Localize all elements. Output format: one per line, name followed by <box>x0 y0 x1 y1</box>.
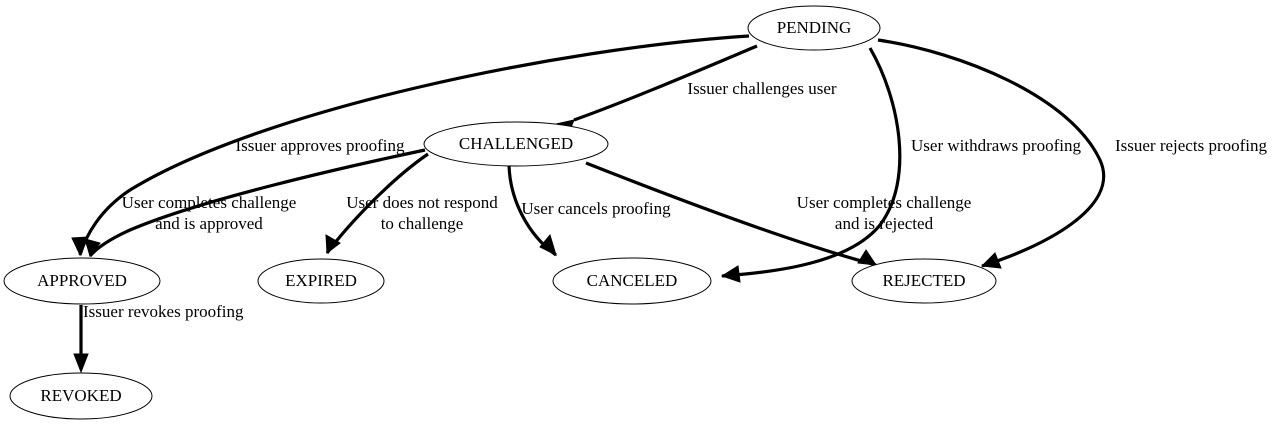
edges-layer <box>71 34 1106 374</box>
node-ellipse-challenged <box>423 121 609 167</box>
edge-line-challenged-rejected <box>585 161 877 267</box>
node-label-revoked: REVOKED <box>40 386 121 405</box>
arrowhead-icon-pending-rejected <box>980 252 1002 269</box>
state-node-canceled[interactable]: CANCELED <box>552 257 712 305</box>
state-node-expired[interactable]: EXPIRED <box>257 258 385 304</box>
arrowhead-icon-pending-canceled <box>720 265 741 283</box>
arrowhead-icon-pending-approved <box>71 236 89 257</box>
node-ellipse-revoked <box>9 372 153 420</box>
state-node-pending[interactable]: PENDING <box>747 5 881 51</box>
edge-line-pending-canceled <box>721 47 902 278</box>
node-ellipse-rejected <box>851 258 997 304</box>
node-label-rejected: REJECTED <box>882 271 965 290</box>
edge-label-pending-rejected: Issuer rejects proofing <box>1115 136 1268 155</box>
edge-line-pending-challenged <box>573 44 758 122</box>
node-label-expired: EXPIRED <box>285 271 357 290</box>
state-node-revoked[interactable]: REVOKED <box>9 372 153 420</box>
node-label-challenged: CHALLENGED <box>459 134 573 153</box>
edge-line-challenged-approved <box>88 148 426 258</box>
node-ellipse-approved <box>3 257 161 305</box>
arrowhead-icon-approved-revoked <box>73 353 89 374</box>
node-ellipse-canceled <box>552 257 712 305</box>
arrowhead-icon-challenged-canceled <box>539 233 557 256</box>
node-label-approved: APPROVED <box>37 271 127 290</box>
edge-pending-rejected <box>877 38 1106 269</box>
edge-line-pending-approved <box>78 34 750 256</box>
arrowhead-icon-challenged-rejected <box>857 249 878 266</box>
edge-label-challenged-canceled: User cancels proofing <box>521 199 671 218</box>
node-ellipse-pending <box>747 5 881 51</box>
node-label-canceled: CANCELED <box>587 271 678 290</box>
edge-approved-revoked <box>73 305 89 374</box>
edge-challenged-canceled <box>507 164 557 257</box>
nodes-layer: PENDING CHALLENGED APPROVED EXPIRED CANCELED… <box>3 5 997 420</box>
edge-pending-canceled <box>720 47 902 283</box>
edge-label-pending-approved: Issuer approves proofing <box>235 136 405 155</box>
node-ellipse-expired <box>257 258 385 304</box>
state-node-rejected[interactable]: REJECTED <box>851 258 997 304</box>
edge-challenged-rejected <box>585 161 878 267</box>
edge-pending-approved <box>71 34 750 257</box>
edge-label-pending-canceled: User withdraws proofing <box>911 136 1081 155</box>
edge-challenged-expired <box>325 152 429 254</box>
node-label-pending: PENDING <box>777 18 852 37</box>
state-node-challenged[interactable]: CHALLENGED <box>423 121 609 167</box>
edge-label-approved-revoked: Issuer revokes proofing <box>83 302 244 321</box>
edge-line-pending-rejected <box>877 38 1106 268</box>
edge-label-pending-challenged: Issuer challenges user <box>687 79 837 98</box>
arrowhead-icon-challenged-approved <box>84 238 101 258</box>
edge-challenged-approved <box>84 148 426 258</box>
arrowhead-icon-challenged-expired <box>325 234 341 254</box>
state-node-approved[interactable]: APPROVED <box>3 257 161 305</box>
